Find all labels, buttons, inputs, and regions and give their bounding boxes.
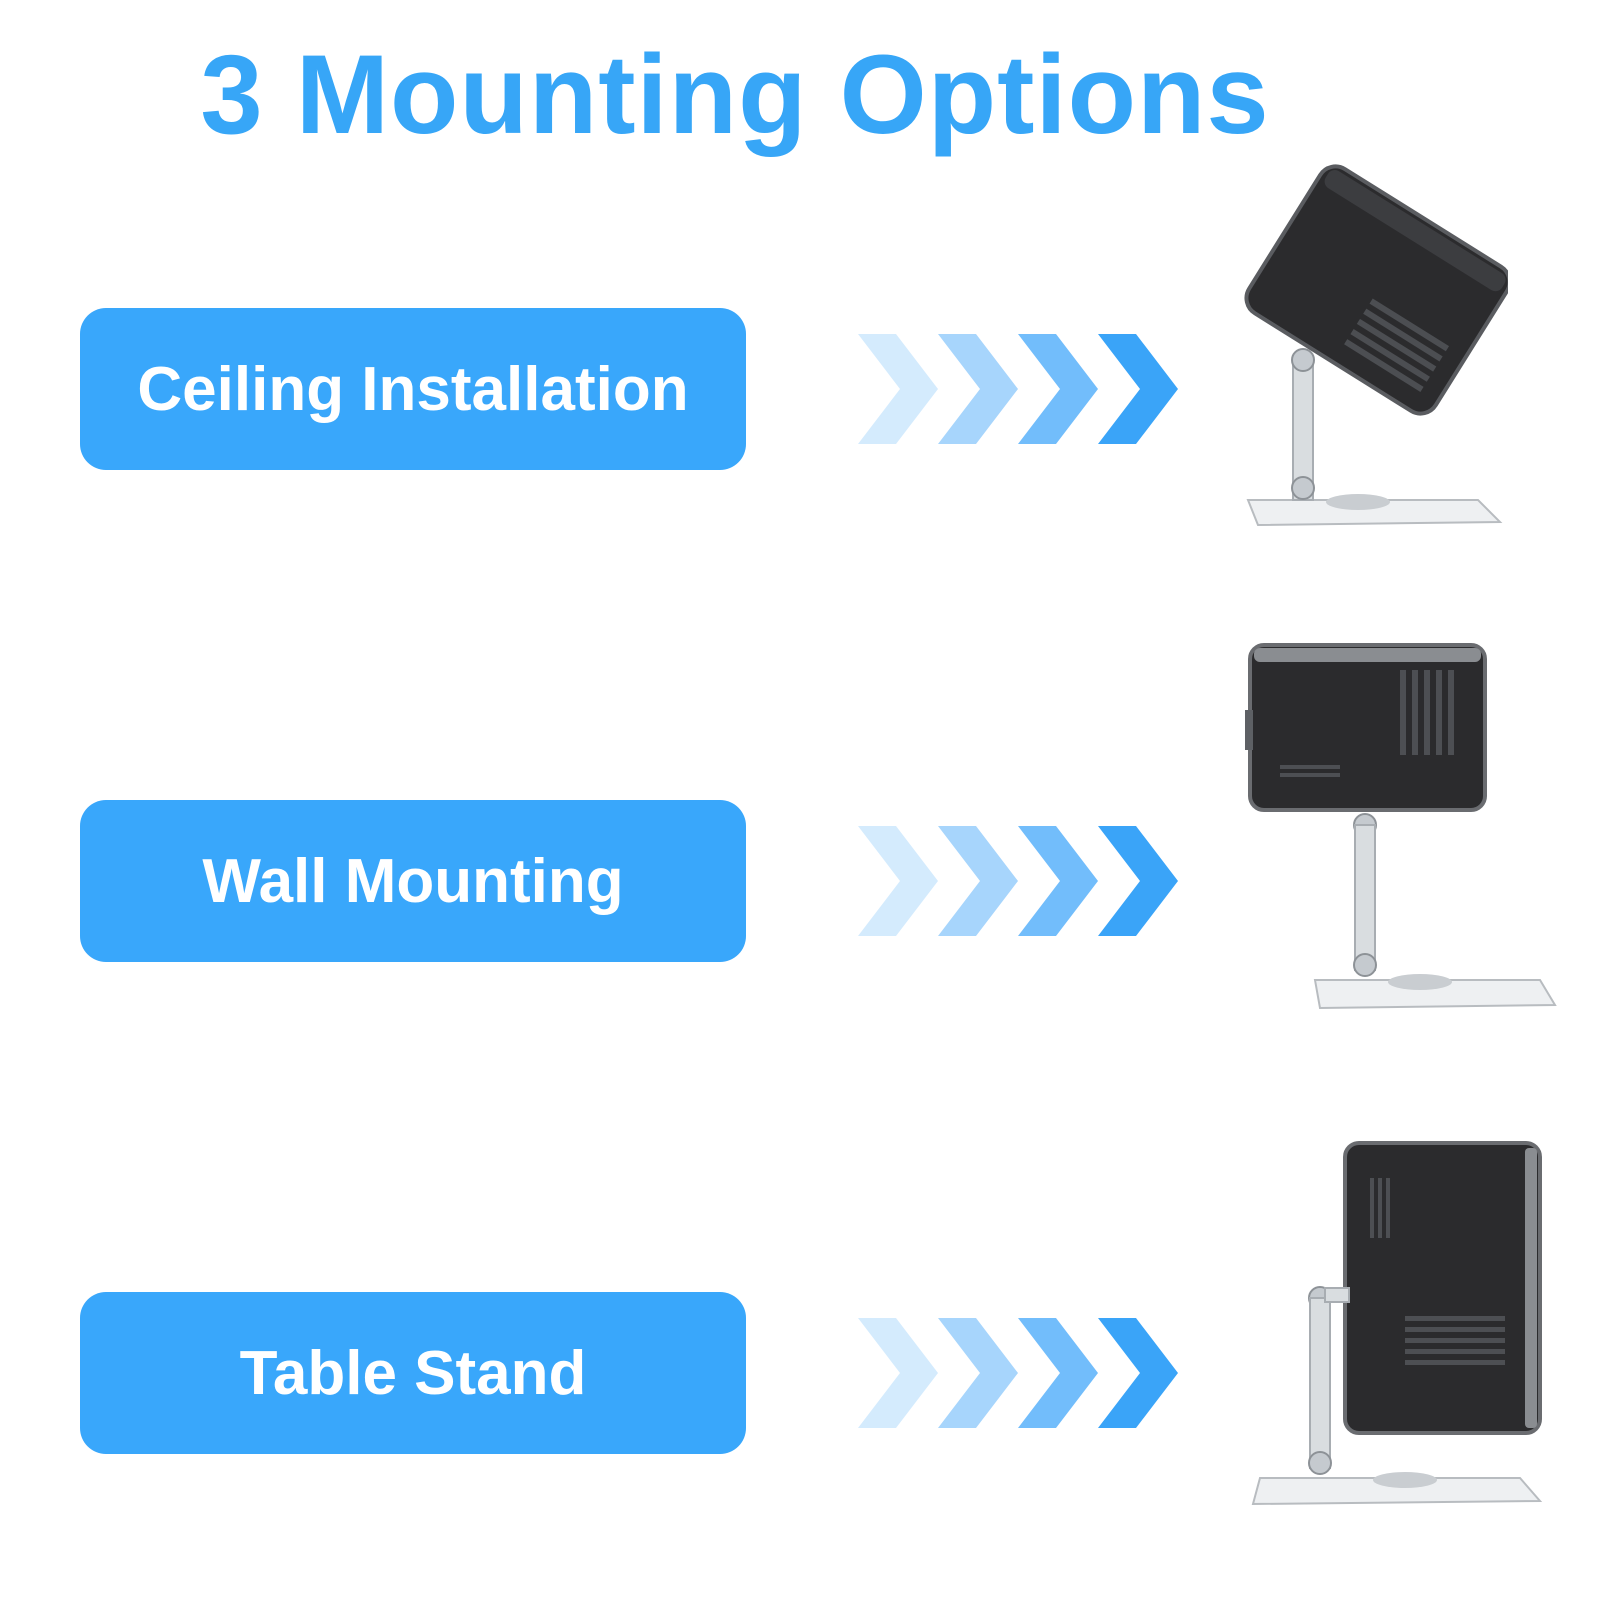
- chevron-arrows-icon: [858, 1318, 1178, 1428]
- option-ceiling-installation: Ceiling Installation: [80, 308, 746, 470]
- option-table-stand: Table Stand: [80, 1292, 746, 1454]
- projector-wall-mount-icon: [1245, 643, 1557, 1010]
- projector-ceiling-mount-icon: [1244, 164, 1508, 527]
- option-wall-mounting: Wall Mounting: [80, 800, 746, 962]
- option-label: Ceiling Installation: [137, 354, 689, 424]
- chevron-arrows-icon: [858, 334, 1178, 444]
- page-title: 3 Mounting Options: [200, 32, 1270, 157]
- chevron-arrows-icon: [858, 826, 1178, 936]
- option-label: Table Stand: [239, 1338, 587, 1408]
- option-label: Wall Mounting: [202, 846, 624, 916]
- projector-table-stand-icon: [1251, 1141, 1543, 1506]
